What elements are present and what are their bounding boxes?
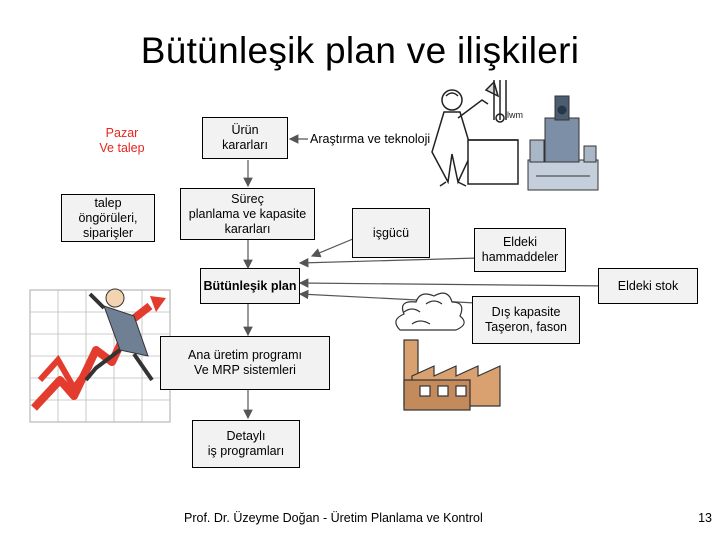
- demand-forecast-box: talep öngörüleri, siparişler: [61, 194, 155, 242]
- scientist-illustration: lwm: [431, 80, 523, 187]
- process-planning-box: Süreç planlama ve kapasite kararları: [180, 188, 315, 240]
- product-decisions-text: Ürün kararları: [222, 123, 268, 152]
- lab-equipment-illustration: [527, 95, 599, 191]
- master-schedule-text: Ana üretim programı Ve MRP sistemleri: [188, 348, 302, 377]
- raw-materials-text: Eldeki hammaddeler: [481, 235, 559, 264]
- inventory-text: Eldeki stok: [617, 278, 679, 293]
- market-demand-label: Pazar Ve talep: [80, 126, 164, 156]
- market-demand-text: Pazar Ve talep: [99, 126, 145, 155]
- arrow-stock-to-integrated: [298, 278, 611, 288]
- workforce-box: işgücü: [352, 208, 430, 258]
- detailed-schedule-text: Detaylı iş programları: [207, 429, 285, 458]
- workforce-text: işgücü: [372, 225, 410, 240]
- process-planning-text: Süreç planlama ve kapasite kararları: [188, 191, 307, 236]
- integrated-plan-text: Bütünleşik plan: [203, 278, 297, 293]
- arrow-materials-to-integrated: [298, 257, 479, 268]
- factory-illustration: [395, 292, 501, 411]
- product-decisions-box: Ürün kararları: [202, 117, 288, 159]
- svg-text:lwm: lwm: [507, 110, 523, 120]
- page-title: Bütünleşik plan ve ilişkileri: [140, 30, 580, 71]
- integrated-plan-box: Bütünleşik plan: [200, 268, 300, 304]
- raw-materials-box: Eldeki hammaddeler: [474, 228, 566, 272]
- outside-capacity-box: Dış kapasite Taşeron, fason: [472, 296, 580, 344]
- detailed-schedule-box: Detaylı iş programları: [192, 420, 300, 468]
- page-number: 13: [698, 511, 712, 525]
- outside-capacity-text: Dış kapasite Taşeron, fason: [485, 305, 567, 334]
- footer-text: Prof. Dr. Üzeyme Doğan - Üretim Planlama…: [184, 511, 483, 525]
- inventory-box: Eldeki stok: [598, 268, 698, 304]
- demand-forecast-text: talep öngörüleri, siparişler: [78, 195, 138, 240]
- research-tech-label: Araştırma ve teknoloji: [310, 132, 431, 146]
- master-schedule-box: Ana üretim programı Ve MRP sistemleri: [160, 336, 330, 390]
- businessman-chart-illustration: [29, 288, 171, 423]
